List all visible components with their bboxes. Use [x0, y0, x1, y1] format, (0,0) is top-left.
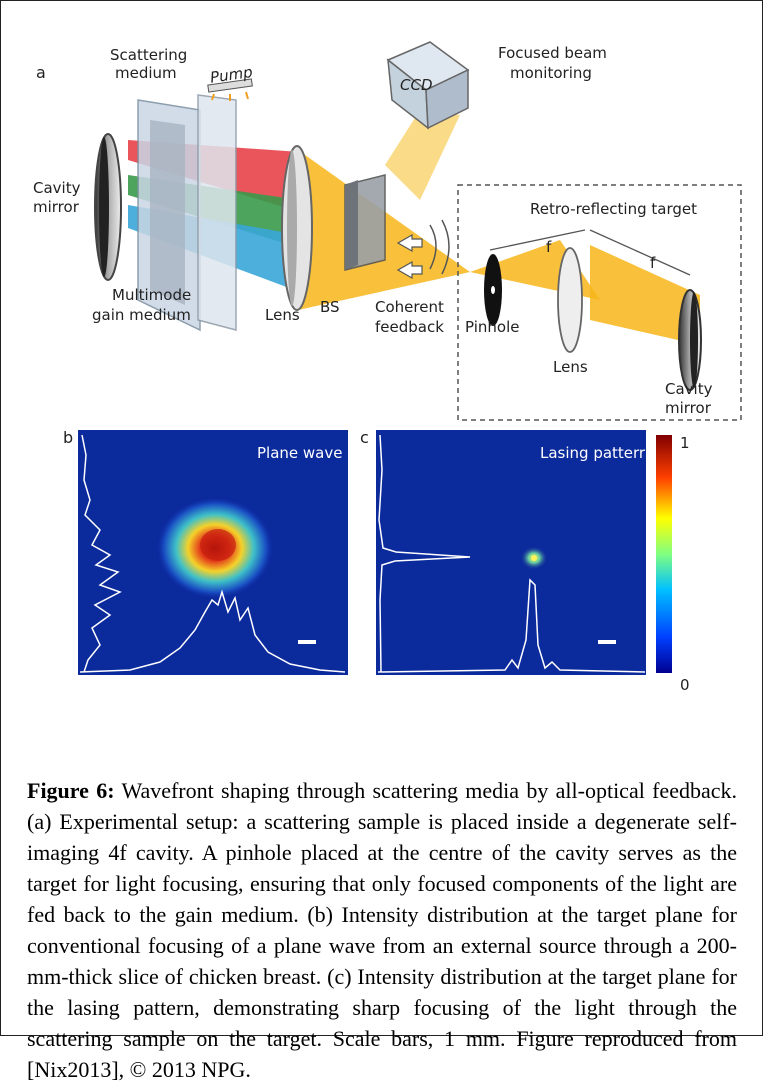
label-cavity-right-1: Cavity: [665, 380, 713, 398]
focal-length-arrows: [489, 229, 691, 276]
label-lens-right: Lens: [553, 358, 588, 376]
label-f1: f: [546, 238, 552, 256]
figure-frame: [0, 0, 763, 1036]
label-bs: BS: [320, 298, 340, 316]
caption-label: Figure 6:: [27, 778, 115, 803]
feedback-arrows: [396, 219, 450, 280]
retro-target-box: [457, 184, 742, 421]
label-cavity-left-1: Cavity: [33, 179, 81, 197]
label-coherent-2: feedback: [375, 318, 444, 336]
colorbar: [656, 435, 672, 673]
ccd-label: CCD: [400, 76, 433, 94]
colorbar-max-label: 1: [680, 434, 690, 452]
left-cavity-mirror: [94, 133, 122, 281]
panel-a-letter: a: [36, 63, 46, 82]
panel-c-letter: c: [360, 428, 369, 447]
panel-c-map: [376, 430, 646, 675]
label-scattering-1: Scattering: [110, 46, 187, 64]
left-lens: [281, 145, 313, 311]
panel-c-title: Lasing patterr: [540, 444, 646, 462]
panel-b-title: Plane wave: [257, 444, 342, 462]
label-multimode-2: gain medium: [92, 306, 191, 324]
label-multimode-1: Multimode: [112, 286, 191, 304]
panel-b-letter: b: [63, 428, 73, 447]
label-cavity-right-2: mirror: [665, 399, 712, 417]
label-focused-2: monitoring: [510, 64, 592, 82]
right-lens: [557, 247, 583, 353]
label-pinhole: Pinhole: [465, 318, 519, 336]
label-cavity-left-2: mirror: [33, 198, 80, 216]
label-f2: f: [650, 254, 656, 272]
pinhole: [484, 254, 502, 326]
label-lens-left: Lens: [265, 306, 300, 324]
ccd-camera: [386, 41, 470, 130]
colorbar-min-label: 0: [680, 676, 690, 694]
figure-graphic: a: [33, 41, 742, 694]
beam-splitter: [344, 174, 386, 271]
figure-caption: Figure 6: Wavefront shaping through scat…: [27, 775, 737, 1085]
caption-text: Wavefront shaping through scattering med…: [27, 778, 737, 1082]
label-focused-1: Focused beam: [498, 44, 607, 62]
panel-b-map: [78, 430, 348, 675]
label-scattering-2: medium: [115, 64, 177, 82]
gain-medium: [137, 99, 201, 332]
pump-source: [207, 78, 253, 101]
right-cavity-mirror: [678, 289, 702, 391]
label-pump: Pump: [209, 63, 254, 87]
label-coherent-1: Coherent: [375, 298, 444, 316]
scattering-medium: [197, 94, 237, 331]
label-retro-target: Retro-reflecting target: [530, 200, 697, 218]
